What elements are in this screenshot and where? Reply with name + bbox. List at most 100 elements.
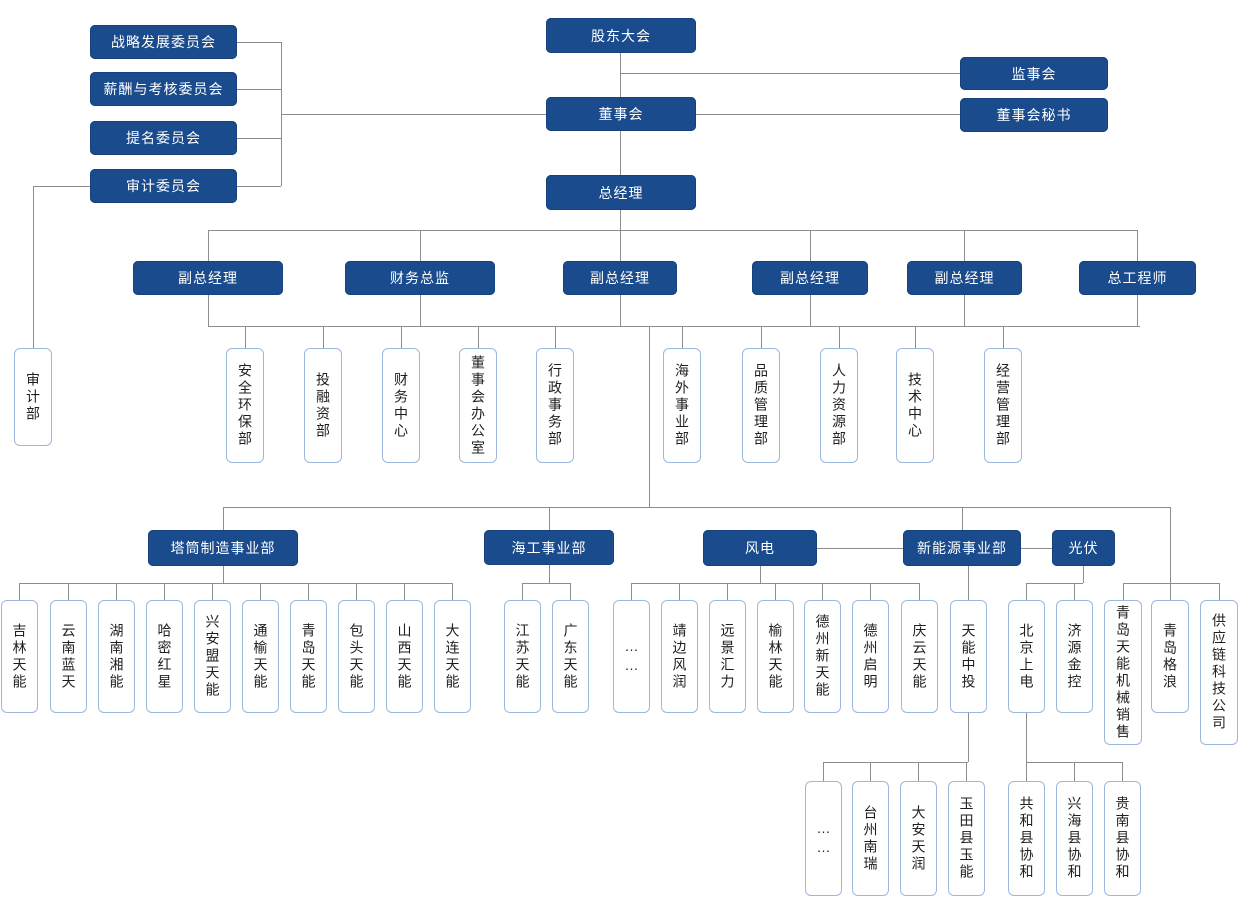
connector-line (679, 583, 680, 600)
connector-line (1026, 583, 1083, 584)
connector-line (1137, 230, 1138, 261)
connector-line (478, 326, 479, 348)
connector-line (1170, 583, 1171, 600)
connector-line (223, 507, 224, 530)
node-tianneng-zhongtou: 天能中投 (950, 600, 987, 713)
connector-line (918, 762, 919, 781)
connector-line (237, 186, 281, 187)
node-guinan-xiehe: 贵南县协和 (1104, 781, 1141, 896)
node-deputy-gm-3: 副总经理 (752, 261, 868, 295)
node-yulin-tianneng: 榆林天能 (757, 600, 794, 713)
node-hunan-xiangneng: 湖南湘能 (98, 600, 135, 713)
node-photovoltaic: 光伏 (1052, 530, 1115, 566)
node-gonghe-xiehe: 共和县协和 (1008, 781, 1045, 896)
connector-line (823, 762, 824, 781)
node-supply-chain-technology: 供应链科技公司 (1200, 600, 1238, 745)
node-qingyun-tianneng: 庆云天能 (901, 600, 938, 713)
node-dezhou-xintianneng: 德州新天能 (804, 600, 841, 713)
connector-line (620, 230, 621, 261)
connector-line (570, 583, 571, 600)
node-board-secretary: 董事会秘书 (960, 98, 1108, 132)
node-shanxi-tianneng: 山西天能 (386, 600, 423, 713)
connector-line (1122, 762, 1123, 781)
connector-line (19, 583, 20, 600)
node-admin-affairs-dept: 行政事务部 (536, 348, 574, 463)
connector-line (620, 295, 621, 326)
node-deputy-gm-1: 副总经理 (133, 261, 283, 295)
node-new-energy-division: 新能源事业部 (903, 530, 1021, 566)
connector-line (810, 295, 811, 326)
node-taizhou-nanrui: 台州南瑞 (852, 781, 889, 896)
connector-line (208, 326, 1140, 327)
connector-line (68, 583, 69, 600)
connector-line (968, 566, 969, 600)
connector-line (522, 583, 523, 600)
node-cfo: 财务总监 (345, 261, 495, 295)
node-tower-manufacturing-division: 塔筒制造事业部 (148, 530, 298, 566)
node-jiyuan-jinkong: 济源金控 (1056, 600, 1093, 713)
connector-line (817, 548, 903, 549)
node-chief-engineer: 总工程师 (1079, 261, 1196, 295)
connector-line (549, 565, 550, 583)
connector-line (1083, 566, 1084, 583)
connector-line (549, 507, 550, 530)
node-board-office: 董事会办公室 (459, 348, 497, 463)
node-daan-tianrun: 大安天润 (900, 781, 937, 896)
connector-line (401, 326, 402, 348)
node-safety-environment-dept: 安全环保部 (226, 348, 264, 463)
connector-line (761, 326, 762, 348)
node-strategy-development-committee: 战略发展委员会 (90, 25, 237, 59)
connector-line (237, 42, 281, 43)
connector-line (245, 326, 246, 348)
connector-line (208, 230, 209, 261)
connector-line (919, 583, 920, 600)
connector-line (237, 138, 281, 139)
connector-line (33, 186, 34, 348)
node-yuanjing-huili: 远景汇力 (709, 600, 746, 713)
node-offshore-engineering-division: 海工事业部 (484, 530, 614, 565)
node-hami-hongxing: 哈密红星 (146, 600, 183, 713)
connector-line (823, 762, 968, 763)
node-baotou-tianneng: 包头天能 (338, 600, 375, 713)
connector-line (620, 53, 621, 97)
connector-line (620, 73, 960, 74)
node-hr-dept: 人力资源部 (820, 348, 858, 463)
connector-line (164, 583, 165, 600)
connector-line (212, 583, 213, 600)
node-tongyu-tianneng: 通榆天能 (242, 600, 279, 713)
connector-line (208, 295, 209, 326)
connector-line (620, 210, 621, 230)
connector-line (962, 507, 963, 530)
node-ellipsis-wind: …… (613, 600, 650, 713)
connector-line (1074, 583, 1075, 600)
connector-line (404, 583, 405, 600)
connector-line (555, 326, 556, 348)
connector-line (323, 326, 324, 348)
connector-line (1074, 762, 1075, 781)
connector-line (1123, 583, 1219, 584)
connector-line (1137, 295, 1138, 326)
node-general-manager: 总经理 (546, 175, 696, 210)
connector-line (1026, 713, 1027, 781)
connector-line (1021, 548, 1052, 549)
node-qingdao-tianneng: 青岛天能 (290, 600, 327, 713)
connector-line (223, 507, 1170, 508)
node-deputy-gm-4: 副总经理 (907, 261, 1022, 295)
connector-line (116, 583, 117, 600)
connector-line (452, 583, 453, 600)
node-beijing-shangdian: 北京上电 (1008, 600, 1045, 713)
node-xinganmeng-tianneng: 兴安盟天能 (194, 600, 231, 713)
connector-line (631, 583, 632, 600)
connector-line (356, 583, 357, 600)
connector-line (281, 114, 546, 115)
node-dalian-tianneng: 大连天能 (434, 600, 471, 713)
connector-line (760, 566, 761, 583)
connector-line (964, 230, 965, 261)
connector-line (420, 295, 421, 326)
node-ellipsis-zhongtou: …… (805, 781, 842, 896)
node-yutian-yuneng: 玉田县玉能 (948, 781, 985, 896)
connector-line (620, 131, 621, 175)
connector-line (237, 89, 281, 90)
node-overseas-business-dept: 海外事业部 (663, 348, 701, 463)
